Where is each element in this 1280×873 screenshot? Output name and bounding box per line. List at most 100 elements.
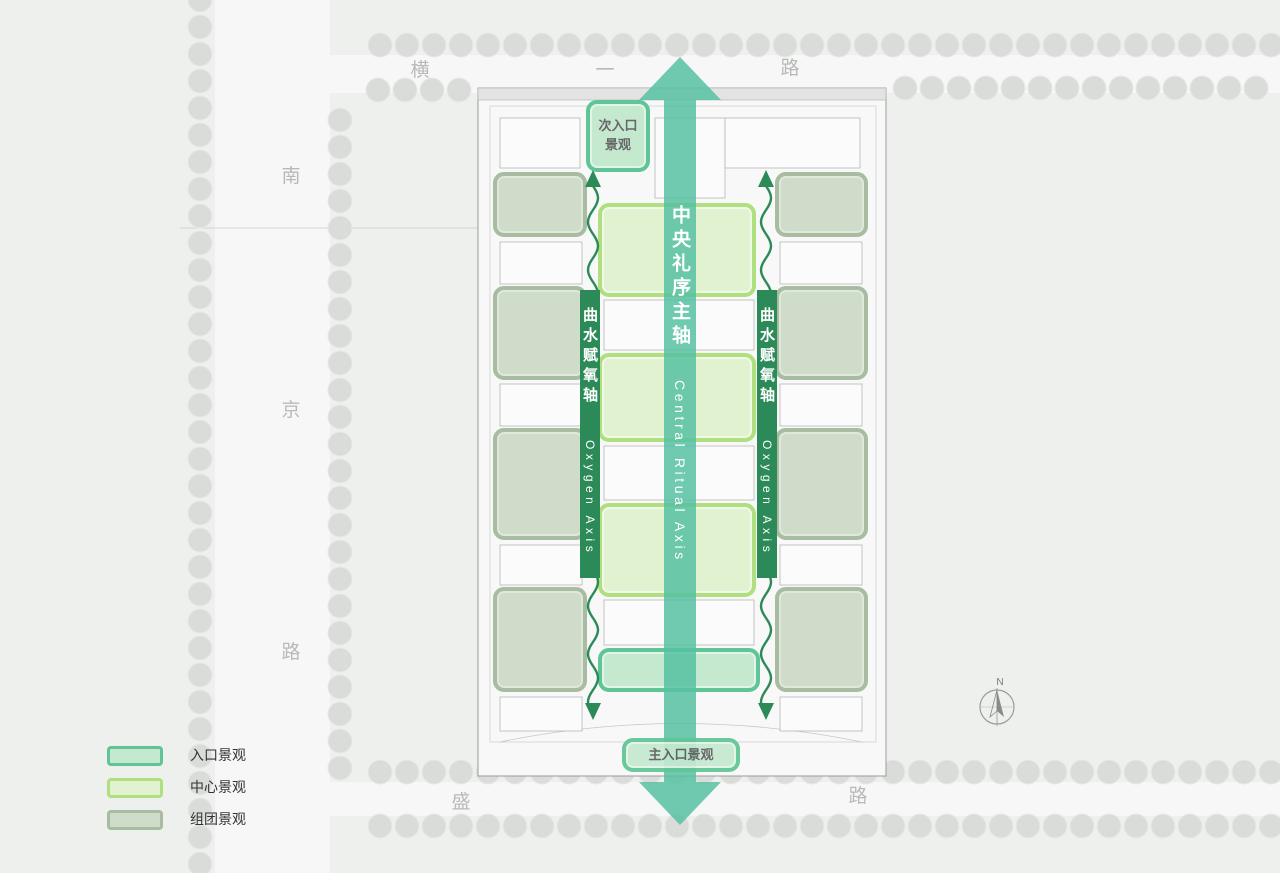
- road-label-left-2: 京: [281, 399, 301, 421]
- tree: [327, 242, 353, 268]
- tree: [187, 0, 213, 13]
- tree: [1135, 75, 1161, 101]
- tree: [187, 662, 213, 688]
- tree: [988, 813, 1014, 839]
- tree: [1096, 759, 1122, 785]
- tree: [826, 813, 852, 839]
- building: [779, 544, 863, 586]
- tree: [988, 759, 1014, 785]
- tree: [187, 68, 213, 94]
- tree: [1189, 75, 1215, 101]
- tree: [1243, 75, 1269, 101]
- tree: [1069, 32, 1095, 58]
- tree: [327, 350, 353, 376]
- tree: [907, 813, 933, 839]
- tree: [327, 431, 353, 457]
- secondary-entrance-zone: 次入口 景观: [586, 100, 650, 172]
- group-landscape-zone: [493, 172, 587, 237]
- road-label-bottom-1: 盛: [451, 791, 471, 813]
- tree: [934, 813, 960, 839]
- tree: [1069, 813, 1095, 839]
- tree: [421, 32, 447, 58]
- tree: [327, 296, 353, 322]
- tree: [446, 77, 472, 103]
- tree: [327, 620, 353, 646]
- tree: [365, 77, 391, 103]
- tree: [691, 32, 717, 58]
- tree: [187, 446, 213, 472]
- tree: [1042, 32, 1068, 58]
- tree: [187, 284, 213, 310]
- tree: [448, 32, 474, 58]
- tree: [327, 161, 353, 187]
- tree: [556, 32, 582, 58]
- oxygen-axis-band-left: [580, 290, 600, 578]
- tree: [1258, 759, 1280, 785]
- road-label-left-1: 南: [281, 165, 301, 187]
- tree: [327, 107, 353, 133]
- tree: [187, 581, 213, 607]
- tree: [988, 32, 1014, 58]
- tree: [187, 689, 213, 715]
- group-landscape-zone: [493, 428, 587, 540]
- building: [499, 383, 583, 427]
- building: [499, 696, 583, 732]
- building: [779, 383, 863, 427]
- tree: [187, 392, 213, 418]
- tree: [1054, 75, 1080, 101]
- tree: [1096, 813, 1122, 839]
- tree: [187, 473, 213, 499]
- tree: [610, 32, 636, 58]
- tree: [1069, 759, 1095, 785]
- tree: [394, 759, 420, 785]
- tree: [880, 32, 906, 58]
- tree: [187, 176, 213, 202]
- tree: [327, 755, 353, 781]
- tree: [853, 32, 879, 58]
- tree: [637, 32, 663, 58]
- tree: [1042, 813, 1068, 839]
- tree: [448, 759, 474, 785]
- tree: [187, 365, 213, 391]
- tree: [187, 311, 213, 337]
- tree: [327, 701, 353, 727]
- tree: [421, 759, 447, 785]
- tree: [448, 813, 474, 839]
- tree: [187, 257, 213, 283]
- tree: [610, 813, 636, 839]
- tree: [187, 824, 213, 850]
- tree: [907, 32, 933, 58]
- tree: [187, 500, 213, 526]
- tree: [421, 813, 447, 839]
- tree: [327, 728, 353, 754]
- oxygen-axis-label-en-left: Oxygen Axis: [583, 440, 597, 557]
- tree: [745, 813, 771, 839]
- tree: [1216, 75, 1242, 101]
- tree: [1162, 75, 1188, 101]
- tree: [187, 122, 213, 148]
- tree: [637, 813, 663, 839]
- tree: [691, 813, 717, 839]
- tree: [394, 813, 420, 839]
- oxygen-axis-label-cn-left: 曲水赋氧轴: [581, 307, 599, 407]
- tree: [772, 813, 798, 839]
- tree: [475, 32, 501, 58]
- north-arrow-icon: [979, 688, 1015, 726]
- main-entrance-label: 主入口景观: [648, 747, 714, 763]
- oxygen-axis-arrowhead-bottom-left: [585, 703, 601, 720]
- tree: [1231, 759, 1257, 785]
- tree: [187, 797, 213, 823]
- tree: [327, 458, 353, 484]
- tree: [1258, 32, 1280, 58]
- tree: [187, 14, 213, 40]
- tree: [327, 647, 353, 673]
- tree: [1096, 32, 1122, 58]
- tree: [187, 338, 213, 364]
- road-label-left-3: 路: [281, 641, 301, 663]
- tree: [187, 419, 213, 445]
- tree: [892, 75, 918, 101]
- tree: [187, 95, 213, 121]
- tree: [327, 404, 353, 430]
- tree: [1027, 75, 1053, 101]
